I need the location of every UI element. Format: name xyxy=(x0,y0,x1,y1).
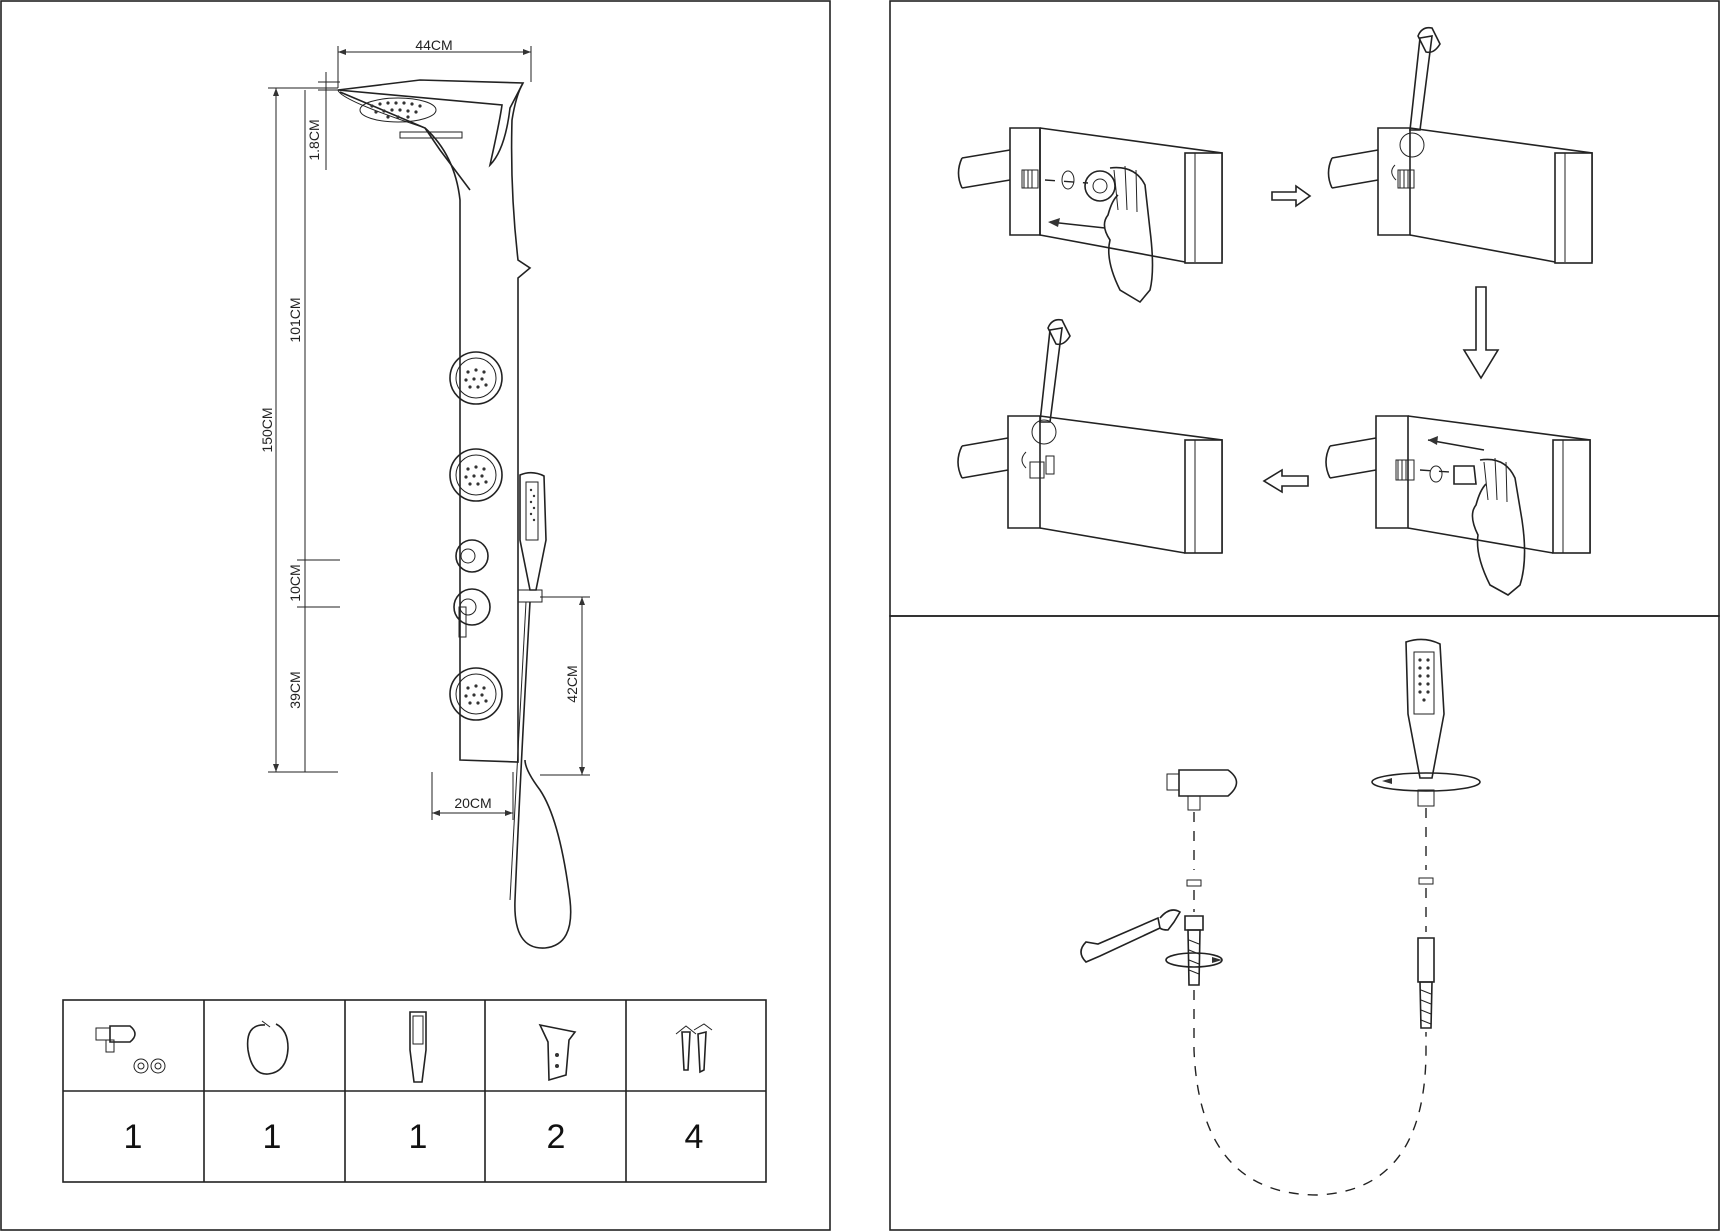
dimension-lines xyxy=(268,46,590,820)
hand-shower-icon xyxy=(409,1011,427,1083)
step-3-illustration xyxy=(1325,415,1591,596)
shower-hose xyxy=(514,601,572,949)
arrow-down-icon xyxy=(1462,286,1500,380)
arrow-left-icon xyxy=(1262,468,1309,494)
mixer-lever xyxy=(453,588,491,638)
top-right-panel-frame xyxy=(889,0,1720,617)
body-jet-3 xyxy=(449,667,503,721)
step-2-illustration xyxy=(1327,26,1593,264)
dim-panel-width: 20CM xyxy=(454,795,491,811)
part-2-quantity: 1 xyxy=(263,1118,282,1156)
elbow-connector-assembly xyxy=(1165,769,1238,986)
waterfall-slot xyxy=(399,131,463,139)
wall-bracket-icon xyxy=(538,1023,577,1082)
diverter-knob xyxy=(455,539,489,573)
hand-shower-assembly xyxy=(1371,638,1481,1029)
part-1-quantity: 1 xyxy=(124,1118,143,1156)
body-jet-2 xyxy=(449,448,503,502)
parts-table xyxy=(62,999,767,1183)
left-panel-frame xyxy=(0,0,831,1231)
body-jet-1 xyxy=(449,351,503,405)
dim-total-height: 150CM xyxy=(259,407,275,452)
part-3-quantity: 1 xyxy=(409,1118,428,1156)
arrow-right-icon xyxy=(1271,184,1312,208)
elbow-connector-with-washers-icon xyxy=(95,1025,166,1074)
rain-head-nozzles xyxy=(359,97,437,123)
wrench-icon xyxy=(1409,35,1433,131)
bottom-right-panel-frame xyxy=(889,615,1720,1231)
hand-shower xyxy=(517,471,547,603)
hand-icon xyxy=(1103,166,1154,304)
wrench-icon xyxy=(1080,909,1182,963)
hose-path-dashed xyxy=(1193,990,1427,1196)
part-5-quantity: 4 xyxy=(685,1118,704,1156)
step-4-illustration xyxy=(957,318,1223,554)
shower-panel-drawing xyxy=(337,79,572,949)
screws-and-anchors-icon xyxy=(675,1023,713,1074)
dim-top-offset: 1.8CM xyxy=(306,119,322,160)
dim-holder-height: 42CM xyxy=(564,665,580,702)
dim-lower-section: 39CM xyxy=(287,671,303,708)
part-4-quantity: 2 xyxy=(547,1118,566,1156)
step-1-illustration xyxy=(957,127,1223,304)
shower-hose-icon xyxy=(246,1020,289,1075)
dim-upper-section: 101CM xyxy=(287,297,303,342)
dim-width: 44CM xyxy=(415,37,452,53)
dim-control-gap: 10CM xyxy=(287,564,303,601)
